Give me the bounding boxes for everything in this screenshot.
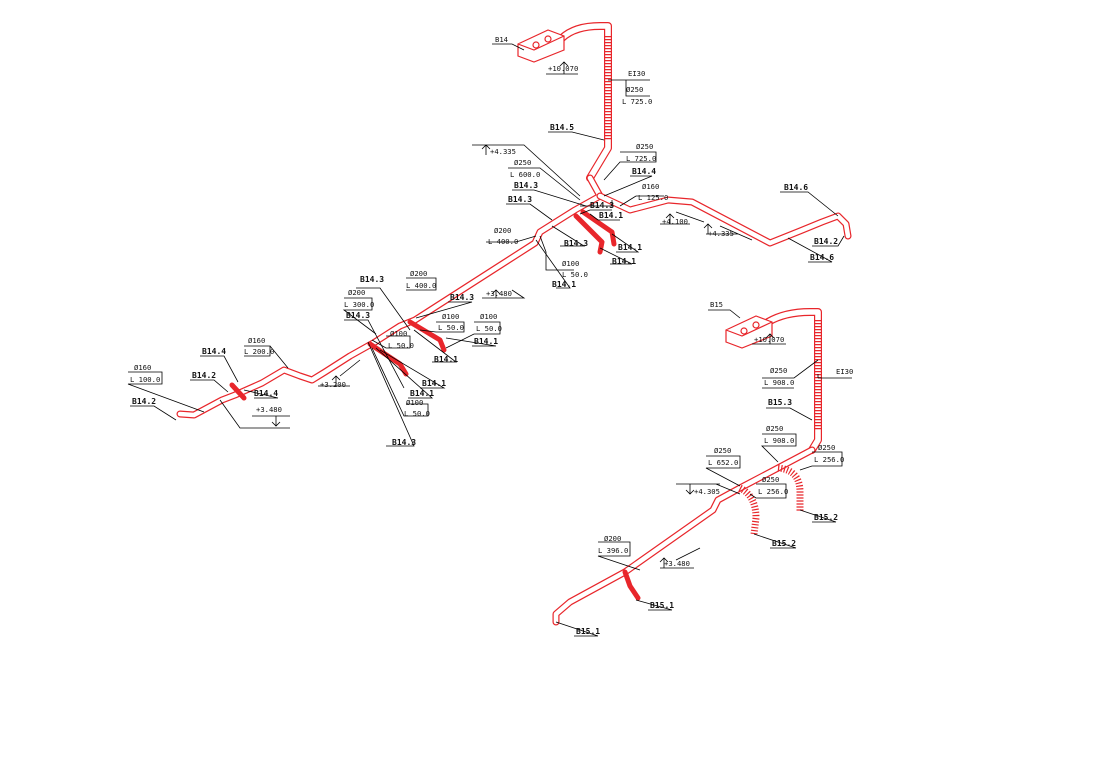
label-length: L 125.0 bbox=[638, 193, 668, 202]
label-length: L 400.0 bbox=[406, 281, 436, 290]
tag-b14-1: B14.1 bbox=[612, 257, 636, 266]
label-diameter: Ø250 bbox=[766, 424, 783, 433]
label-length: L 50.0 bbox=[562, 270, 588, 279]
tag-b14-3: B14.3 bbox=[564, 239, 588, 248]
tag-b15-3: B15.3 bbox=[768, 398, 792, 407]
tag-b14-6: B14.6 bbox=[810, 253, 834, 262]
label-length: L 50.0 bbox=[388, 341, 414, 350]
tag-b15-2: B15.2 bbox=[814, 513, 838, 522]
label-length: L 50.0 bbox=[476, 324, 502, 333]
label-length: L 908.0 bbox=[764, 436, 794, 445]
label-diameter: Ø100 bbox=[562, 259, 579, 268]
tag-b14-3: B14.3 bbox=[392, 438, 416, 447]
b14-ventilation-unit bbox=[517, 29, 565, 63]
label-diameter: Ø100 bbox=[390, 329, 407, 338]
label-elevation-3480: +3.480 bbox=[256, 405, 282, 414]
label-length: L 50.0 bbox=[404, 409, 430, 418]
tag-b14-5: B14.5 bbox=[550, 123, 574, 132]
tag-b14-2: B14.2 bbox=[814, 237, 838, 246]
tag-b15-1: B15.1 bbox=[576, 627, 600, 636]
label-diameter: Ø250 bbox=[762, 475, 779, 484]
tag-b14-6: B14.6 bbox=[784, 183, 808, 192]
label-diameter: Ø160 bbox=[642, 182, 659, 191]
tag-b14-3: B14.3 bbox=[346, 311, 370, 320]
tag-b14-3: B14.3 bbox=[360, 275, 384, 284]
label-diameter: Ø200 bbox=[604, 534, 621, 543]
tag-b15-1: B15.1 bbox=[650, 601, 674, 610]
tag-b14-1: B14.1 bbox=[422, 379, 446, 388]
label-ei30: EI30 bbox=[628, 69, 645, 78]
label-diameter: Ø250 bbox=[514, 158, 531, 167]
tag-b14-2: B14.2 bbox=[192, 371, 216, 380]
label-b14-unit: B14 bbox=[495, 35, 508, 44]
tag-b14-3: B14.3 bbox=[450, 293, 474, 302]
label-diameter: Ø250 bbox=[626, 85, 643, 94]
label-length: L 396.0 bbox=[598, 546, 628, 555]
label-elevation-10070: +10.070 bbox=[548, 64, 578, 73]
duct-system-b15 bbox=[552, 308, 822, 626]
label-elevation-4335: +4.335 bbox=[708, 229, 734, 238]
label-length: L 652.0 bbox=[708, 458, 738, 467]
label-length: L 200.0 bbox=[244, 347, 274, 356]
label-length: L 600.0 bbox=[510, 170, 540, 179]
drawing-labels: B14 +10.070 EI30 Ø250 L 725.0 B14.5 +4.3… bbox=[130, 35, 853, 636]
label-length: L 400.0 bbox=[488, 237, 518, 246]
label-ei30: EI30 bbox=[836, 367, 853, 376]
label-diameter: Ø100 bbox=[442, 312, 459, 321]
label-length: L 50.0 bbox=[438, 323, 464, 332]
label-length: L 300.0 bbox=[344, 300, 374, 309]
b15-ventilation-unit bbox=[725, 315, 773, 349]
label-length: L 725.0 bbox=[626, 154, 656, 163]
label-diameter: Ø100 bbox=[480, 312, 497, 321]
tag-b14-3: B14.3 bbox=[508, 195, 532, 204]
tag-b14-1: B14.1 bbox=[599, 211, 623, 220]
label-elevation-3480: +3.480 bbox=[486, 289, 512, 298]
tag-b14-4: B14.4 bbox=[632, 167, 656, 176]
label-length: L 256.0 bbox=[814, 455, 844, 464]
label-elevation-3480: +3.480 bbox=[664, 559, 690, 568]
label-length: L 725.0 bbox=[622, 97, 652, 106]
label-elevation-4305: +4.305 bbox=[694, 487, 720, 496]
label-diameter: Ø200 bbox=[348, 288, 365, 297]
label-diameter: Ø250 bbox=[636, 142, 653, 151]
tag-b14-4: B14.4 bbox=[202, 347, 226, 356]
tag-b14-1: B14.1 bbox=[474, 337, 498, 346]
label-elevation-3200: +3.200 bbox=[320, 380, 346, 389]
tag-b14-1: B14.1 bbox=[618, 243, 642, 252]
label-length: L 256.0 bbox=[758, 487, 788, 496]
leader-lines bbox=[127, 43, 852, 637]
label-length: L 100.0 bbox=[130, 375, 160, 384]
label-diameter: Ø200 bbox=[410, 269, 427, 278]
tag-b14-1: B14.1 bbox=[410, 389, 434, 398]
tag-b14-3: B14.3 bbox=[590, 201, 614, 210]
label-diameter: Ø160 bbox=[134, 363, 151, 372]
label-diameter: Ø200 bbox=[494, 226, 511, 235]
label-diameter: Ø160 bbox=[248, 336, 265, 345]
label-b15-unit: B15 bbox=[710, 300, 723, 309]
tag-b14-1: B14.1 bbox=[552, 280, 576, 289]
label-diameter: Ø250 bbox=[818, 443, 835, 452]
label-diameter: Ø250 bbox=[770, 366, 787, 375]
tag-b14-1: B14.1 bbox=[434, 355, 458, 364]
tag-b14-4: B14.4 bbox=[254, 389, 278, 398]
label-length: L 908.0 bbox=[764, 378, 794, 387]
tag-b15-2: B15.2 bbox=[772, 539, 796, 548]
tag-b14-2: B14.2 bbox=[132, 397, 156, 406]
label-elevation-4335: +4.335 bbox=[490, 147, 516, 156]
duct-system-b14 bbox=[176, 22, 852, 419]
label-elevation-4100: +4.100 bbox=[662, 217, 688, 226]
tag-b14-3: B14.3 bbox=[514, 181, 538, 190]
label-elevation-10070: +10.070 bbox=[754, 335, 784, 344]
label-diameter: Ø100 bbox=[406, 398, 423, 407]
label-diameter: Ø250 bbox=[714, 446, 731, 455]
